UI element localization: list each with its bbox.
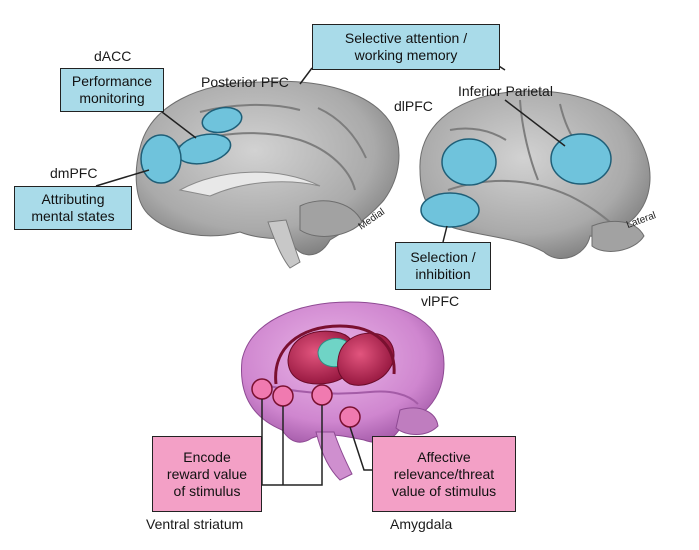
label-inferior-parietal: Inferior Parietal	[458, 83, 553, 99]
box-line: Attributing	[41, 191, 105, 207]
label-dmpfc: dmPFC	[50, 165, 98, 181]
medial-sulcus	[317, 107, 367, 159]
box-line: Performance	[71, 73, 153, 89]
box-performance-monitoring: Performance monitoring	[60, 68, 164, 112]
box-selection-inhibition: Selection / inhibition	[395, 242, 491, 290]
label-amygdala: Amygdala	[390, 516, 453, 532]
medial-brainstem	[267, 219, 301, 269]
box-line: relevance/threat	[393, 465, 495, 482]
region-dmpfc	[140, 134, 182, 184]
leader-selection-inhibition	[442, 225, 448, 243]
box-line: value of stimulus	[391, 482, 497, 499]
box-line: Selective attention /	[344, 30, 468, 46]
region-posterior-pfc	[201, 106, 243, 134]
box-line: Encode	[183, 448, 231, 465]
subcortical-brain	[241, 301, 445, 486]
box-line: reward value	[166, 465, 248, 482]
node-ventral-striatum-1	[251, 378, 273, 400]
leader-selective-attention-left	[299, 67, 313, 85]
box-line: of stimulus	[173, 482, 241, 499]
box-line: Affective	[417, 448, 471, 465]
box-line: mental states	[31, 208, 115, 224]
box-encode-reward: Encode reward value of stimulus	[152, 436, 262, 512]
leader-performance-monitoring	[161, 111, 197, 139]
region-vlpfc	[420, 192, 480, 228]
lateral-sulcus	[519, 99, 539, 181]
lateral-cerebellum	[591, 220, 645, 252]
label-dlpfc: dlPFC	[394, 98, 433, 114]
label-dacc: dACC	[94, 48, 132, 64]
node-ventral-striatum-2	[272, 385, 294, 407]
box-line: Selection /	[410, 249, 476, 265]
box-line: working memory	[354, 47, 458, 63]
leader-attributing-mental-states	[95, 169, 150, 187]
leader-ventral-striatum	[261, 399, 323, 486]
box-affective-relevance: Affective relevance/threat value of stim…	[372, 436, 516, 512]
node-ventral-striatum-3	[311, 384, 333, 406]
region-inferior-parietal	[550, 133, 612, 185]
medial-sulcus	[199, 103, 301, 113]
medial-corpus-callosum	[178, 171, 321, 197]
box-selective-attention: Selective attention / working memory	[312, 24, 500, 70]
box-attributing-mental-states: Attributing mental states	[14, 186, 132, 230]
pink-cerebellum	[395, 407, 439, 435]
striatal-arc	[274, 324, 396, 385]
node-amygdala	[339, 406, 361, 428]
medial-brain	[95, 80, 400, 269]
lateral-sulcus	[449, 127, 507, 141]
leader-inferior-parietal	[504, 99, 566, 147]
lateral-brain	[299, 49, 651, 260]
box-line: inhibition	[415, 266, 471, 282]
label-posterior-pfc: Posterior PFC	[201, 74, 289, 90]
region-dlpfc	[441, 138, 497, 186]
box-line: monitoring	[79, 90, 145, 106]
label-vlpfc: vlPFC	[421, 293, 460, 309]
caudate-red	[337, 332, 395, 386]
label-ventral-striatum: Ventral striatum	[146, 516, 244, 532]
medial-cerebellum	[299, 200, 363, 237]
leader-amygdala	[349, 426, 372, 471]
